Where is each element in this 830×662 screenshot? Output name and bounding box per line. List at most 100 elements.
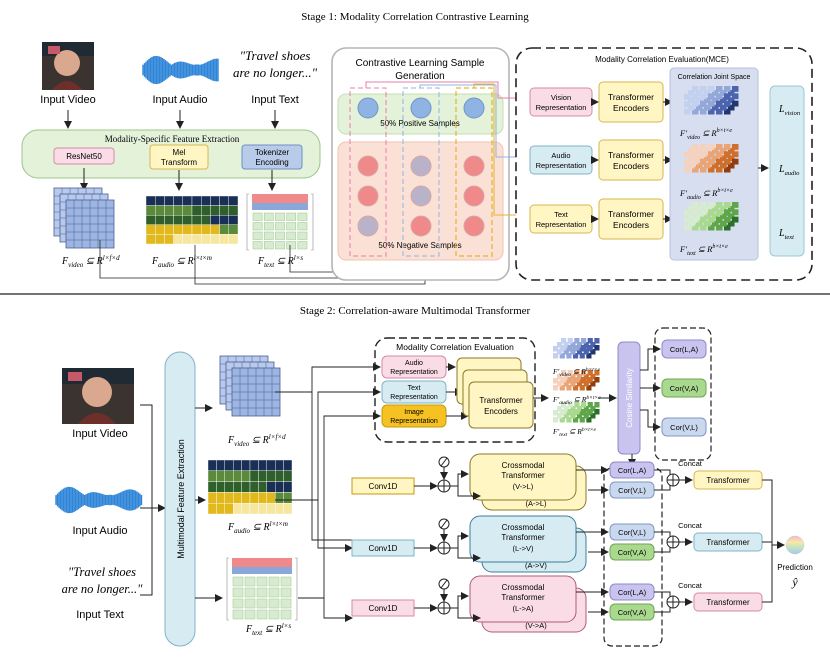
audio-grid-cell	[154, 224, 165, 235]
embedding-cell	[716, 93, 723, 100]
embedding-cell	[700, 93, 707, 100]
audio-grid-cell	[224, 481, 234, 493]
embedding-cell	[724, 166, 731, 173]
audio-grid-cell	[219, 205, 230, 216]
stage2-video-thumbnail	[62, 368, 134, 424]
embedding-cell	[570, 406, 576, 412]
text-token-cell	[232, 598, 244, 609]
positive-sample-circle	[357, 97, 379, 119]
audio-grid-cell	[173, 234, 184, 245]
cor-va-top	[661, 378, 707, 398]
stage1-input-video-label: Input Video	[40, 94, 95, 106]
concat-label-video: Concat	[678, 521, 703, 530]
embedding-cell	[712, 148, 719, 154]
embedding-cell	[586, 353, 592, 359]
embedding-cell	[716, 144, 723, 150]
text-token-cell	[268, 609, 280, 620]
audio-grid-cell	[191, 234, 202, 245]
stage2-ft-label: F′text ⊆ Rb×t×e	[552, 427, 597, 438]
add-to-cross-arrow	[450, 470, 469, 487]
add-to-cross-arrow2	[457, 486, 481, 500]
embedding-cell	[724, 86, 731, 92]
audio-grid-cell	[249, 470, 259, 482]
crossmodal-dir-a-video: (L->V)	[512, 544, 534, 553]
embedding-cell	[581, 370, 587, 376]
negative-sample-circle	[357, 185, 379, 207]
stage2-encoder-line1: Transformer	[479, 396, 523, 405]
audio-representation-line2: Representation	[536, 161, 587, 170]
text-encoder-line1: Transformer	[608, 209, 654, 219]
embedding-cell	[732, 144, 739, 150]
audio-grid-cell	[173, 205, 184, 216]
stage1-input-text-label: Input Text	[251, 94, 299, 106]
audio-grid-cell	[173, 214, 184, 225]
text-token-cell	[280, 609, 292, 620]
audio-grid-cell	[241, 503, 251, 515]
prediction-label: Prediction	[777, 563, 813, 572]
crossmodal-dir-a-text: (V->L)	[513, 482, 534, 491]
embedding-cell	[583, 349, 589, 355]
cor-column-top	[654, 327, 712, 461]
audio-grid-cell	[232, 470, 242, 482]
embedding-cell	[716, 216, 723, 223]
stage1-extraction-arrows	[80, 168, 276, 191]
audio-grid-cell	[224, 492, 234, 504]
embedding-cell	[566, 417, 572, 423]
audio-grid-cell	[283, 470, 293, 482]
audio-grid-cell	[210, 234, 220, 245]
audio-grid-cell	[200, 195, 211, 206]
embedding-cell	[732, 158, 739, 165]
text-token-cell	[256, 609, 268, 620]
embedding-cell	[590, 374, 596, 380]
embedding-cell	[692, 224, 699, 231]
stage1-f-text-label: Ftext ⊆ Rl×s	[257, 254, 303, 269]
audio-grid-cell	[241, 470, 251, 482]
text-encoder-line2: Encoders	[613, 220, 649, 230]
audio-grid-cell	[275, 492, 284, 504]
embedding-cell	[708, 209, 715, 216]
embedding-cell	[716, 100, 723, 107]
mel-label-line2: Transform	[161, 158, 197, 167]
joint-space-embeddings	[684, 86, 739, 231]
audio-grid-cell	[283, 492, 293, 504]
embedding-cell	[704, 90, 711, 96]
text-encoder-box	[598, 198, 664, 240]
embedding-cell	[573, 417, 579, 423]
stage1-audio-feature-grid	[145, 195, 239, 245]
text-token-cell	[232, 587, 244, 598]
text-token-cell	[256, 598, 268, 609]
stage1-feature-extraction-title: Modality-Specific Feature Extraction	[105, 134, 240, 144]
embedding-cell	[553, 346, 559, 352]
stage2-audio-rep-line1: Audio	[405, 360, 423, 367]
embedding-cell	[590, 342, 596, 348]
embedding-cell	[566, 385, 572, 391]
audio-grid-cell	[266, 481, 276, 493]
resnet-label: ResNet50	[66, 152, 102, 161]
embedding-cell	[563, 406, 569, 412]
audio-grid-cell	[258, 459, 267, 472]
stage1-quote-line2: are no longer..."	[233, 65, 318, 80]
audio-grid-cell	[283, 459, 293, 472]
audio-grid-cell	[258, 503, 267, 515]
crossmodal-title1-audio: Crossmodal	[502, 583, 545, 592]
audio-grid-cell	[200, 224, 211, 235]
text-token-cell	[297, 231, 308, 240]
embedding-cell	[684, 166, 691, 173]
embedding-cell	[563, 381, 569, 387]
negative-sample-circle	[410, 155, 432, 177]
audio-grid-cell	[154, 234, 165, 245]
embedding-cell	[716, 202, 723, 208]
cosine-similarity-bar	[617, 341, 641, 455]
crossmodal-title2-video: Transformer	[501, 533, 545, 542]
embedding-cell	[559, 417, 565, 423]
embedding-cell	[559, 385, 565, 391]
audio-grid-cell	[216, 492, 225, 504]
sample-generation-title-line2: Generation	[395, 71, 444, 82]
embedding-cell	[728, 155, 735, 162]
embedding-cell	[716, 108, 723, 115]
negative-sample-circle	[357, 215, 379, 237]
embedding-cell	[692, 209, 699, 216]
stage2-text-rep-line1: Text	[408, 385, 421, 392]
embedding-cell	[700, 209, 707, 216]
text-token-cell	[268, 576, 280, 587]
